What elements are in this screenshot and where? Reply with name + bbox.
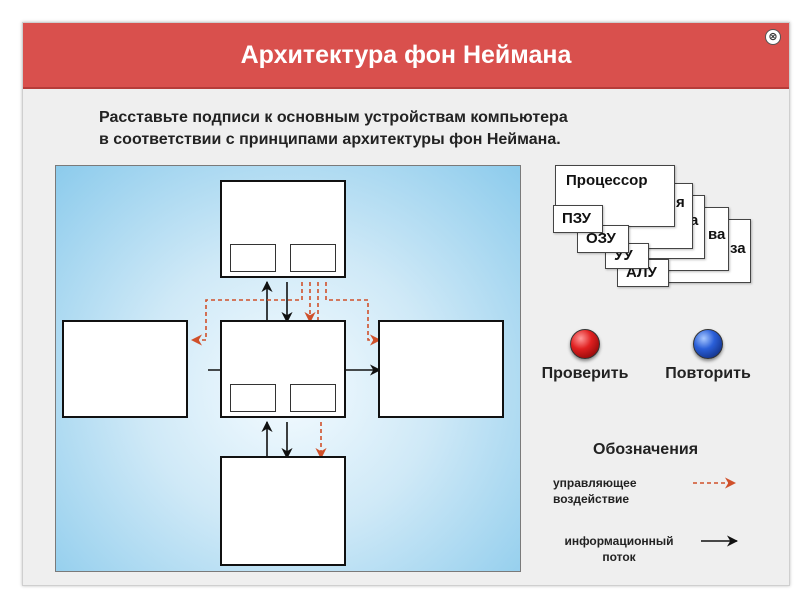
check-button[interactable]: Проверить: [535, 329, 635, 383]
instructions-line-2: в соответствии с принципами архитектуры …: [99, 131, 561, 148]
window-title: Архитектура фон Неймана: [240, 41, 572, 69]
center-block-slot-1[interactable]: [230, 384, 276, 412]
retry-button-label[interactable]: Повторить: [665, 365, 751, 382]
legend-info-arrow-icon: [701, 535, 739, 547]
close-icon[interactable]: ⊗: [765, 29, 781, 45]
blue-ball-icon[interactable]: [693, 329, 723, 359]
left-block[interactable]: [62, 320, 188, 418]
control-arrow-to-right: [325, 282, 382, 346]
legend-info-label: информационный поток: [564, 534, 674, 564]
red-ball-icon[interactable]: [570, 329, 600, 359]
diagram-arrows: [190, 280, 382, 460]
title-bar: Архитектура фон Неймана ⊗: [23, 23, 789, 89]
top-block[interactable]: [220, 180, 346, 278]
retry-button[interactable]: Повторить: [653, 329, 763, 383]
center-block[interactable]: [220, 320, 346, 418]
center-block-slot-2[interactable]: [290, 384, 336, 412]
top-block-slot-1[interactable]: [230, 244, 276, 272]
label-cards-stack: за ва а я Процессор АЛУ УУ ОЗУ ПЗУ: [553, 163, 783, 313]
label-card-pzu[interactable]: ПЗУ: [553, 205, 603, 233]
legend-control-arrow-icon: [693, 477, 737, 489]
instructions: Расставьте подписи к основным устройства…: [99, 107, 699, 151]
architecture-diagram: [55, 165, 521, 572]
right-block[interactable]: [378, 320, 504, 418]
top-block-slot-2[interactable]: [290, 244, 336, 272]
bottom-block[interactable]: [220, 456, 346, 566]
control-arrow-to-left: [190, 282, 303, 346]
instructions-line-1: Расставьте подписи к основным устройства…: [99, 109, 568, 126]
legend-control-label: управляющее воздействие: [553, 476, 637, 506]
app-window: Архитектура фон Неймана ⊗ Расставьте под…: [22, 22, 790, 586]
check-button-label[interactable]: Проверить: [541, 365, 629, 382]
legend-title: Обозначения: [593, 441, 699, 458]
